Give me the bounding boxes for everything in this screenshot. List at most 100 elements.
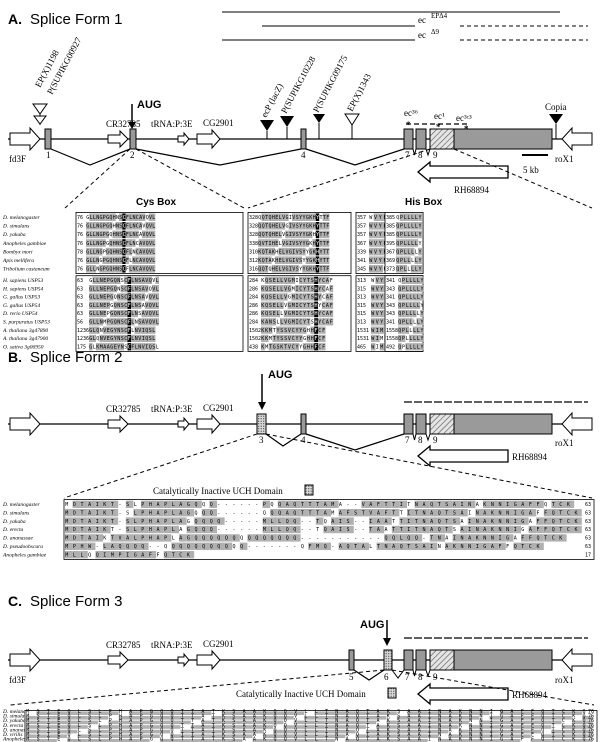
residue: T bbox=[181, 718, 184, 724]
residue: Q bbox=[271, 502, 274, 508]
residue: P bbox=[107, 295, 110, 301]
residue: A bbox=[449, 714, 452, 720]
residue: Q bbox=[202, 527, 205, 533]
residue: W bbox=[369, 215, 373, 221]
residue: K bbox=[263, 709, 266, 715]
residue: - bbox=[255, 527, 258, 533]
residue-number: 341 bbox=[386, 278, 395, 284]
residue: A bbox=[483, 527, 486, 533]
residue: A bbox=[201, 714, 204, 720]
residue: V bbox=[282, 224, 285, 230]
residue: T bbox=[181, 737, 184, 742]
residue: K bbox=[261, 320, 264, 326]
residue: Q bbox=[438, 510, 441, 516]
residue: L bbox=[129, 241, 132, 247]
residue: L bbox=[404, 249, 407, 255]
residue: C bbox=[322, 278, 325, 284]
residue: K bbox=[387, 732, 390, 738]
residue-number: 315 bbox=[357, 303, 366, 309]
residue: G bbox=[86, 224, 89, 230]
residue: N bbox=[438, 737, 441, 742]
residue: A bbox=[346, 709, 349, 715]
residue: S bbox=[280, 328, 283, 334]
residue: F bbox=[326, 224, 329, 230]
residue: I bbox=[476, 544, 479, 550]
residue: T bbox=[307, 286, 310, 292]
residue: H bbox=[113, 241, 116, 247]
residue: H bbox=[149, 519, 152, 525]
residue: F bbox=[322, 336, 325, 342]
exon-number: 4 bbox=[301, 435, 306, 445]
residue: H bbox=[119, 732, 122, 738]
residue: Q bbox=[263, 510, 266, 516]
residue: N bbox=[480, 732, 483, 738]
residue: N bbox=[116, 258, 119, 264]
residue: A bbox=[461, 510, 464, 516]
residue: L bbox=[280, 320, 283, 326]
residue: N bbox=[135, 320, 138, 326]
residue: T bbox=[323, 249, 326, 255]
residue: H bbox=[307, 328, 310, 334]
residue: F bbox=[126, 249, 129, 255]
residue: A bbox=[139, 258, 142, 264]
residue: S bbox=[119, 224, 122, 230]
residue: E bbox=[103, 286, 106, 292]
residue: C bbox=[322, 286, 325, 292]
residue: L bbox=[96, 303, 99, 309]
residue: T bbox=[320, 215, 323, 221]
residue: G bbox=[86, 267, 89, 273]
residue: M bbox=[292, 286, 295, 292]
residue: Y bbox=[299, 241, 302, 247]
residue: L bbox=[96, 320, 99, 326]
residue: L bbox=[129, 258, 132, 264]
residue: G bbox=[187, 502, 190, 508]
residue: M bbox=[331, 502, 334, 508]
residue: C bbox=[124, 328, 127, 334]
residue: Q bbox=[126, 544, 129, 550]
open-triangle-icon bbox=[33, 115, 47, 125]
residue: - bbox=[240, 510, 243, 516]
residue: F bbox=[537, 510, 540, 516]
residue-number: 63 bbox=[77, 295, 83, 301]
residue: A bbox=[510, 727, 513, 733]
residue: M bbox=[26, 732, 29, 738]
residue: Q bbox=[274, 709, 277, 715]
residue: T bbox=[552, 723, 555, 729]
residue: T bbox=[366, 718, 369, 724]
residue: L bbox=[304, 709, 307, 715]
rh68894-label: RH68894 bbox=[512, 690, 548, 700]
residue: C bbox=[136, 224, 139, 230]
residue: I bbox=[96, 527, 99, 533]
residue: Q bbox=[514, 544, 517, 550]
residue: K bbox=[258, 258, 261, 264]
residue: A bbox=[103, 344, 106, 350]
rh68894-label: RH68894 bbox=[454, 185, 490, 195]
residue: V bbox=[374, 224, 377, 230]
residue: Q bbox=[262, 249, 265, 255]
residue: Q bbox=[217, 536, 220, 542]
residue: A bbox=[418, 718, 421, 724]
residue-end-number: 63 bbox=[585, 519, 591, 525]
residue: Q bbox=[146, 267, 149, 273]
residue: K bbox=[567, 502, 570, 508]
residue: T bbox=[407, 502, 410, 508]
residue: G bbox=[110, 295, 113, 301]
residue-number: 310 bbox=[249, 249, 258, 255]
residue: L bbox=[98, 732, 101, 738]
residue: Y bbox=[419, 258, 422, 264]
residue: L bbox=[417, 344, 420, 350]
residue: C bbox=[562, 727, 565, 733]
residue: G bbox=[89, 295, 92, 301]
residue: C bbox=[299, 278, 302, 284]
residue: A bbox=[423, 502, 426, 508]
residue: Q bbox=[293, 510, 296, 516]
residue: V bbox=[284, 311, 287, 317]
residue: L bbox=[282, 249, 285, 255]
residue: A bbox=[142, 278, 145, 284]
residue: Q bbox=[149, 286, 152, 292]
residue: L bbox=[131, 320, 134, 326]
residue: L bbox=[156, 311, 159, 317]
